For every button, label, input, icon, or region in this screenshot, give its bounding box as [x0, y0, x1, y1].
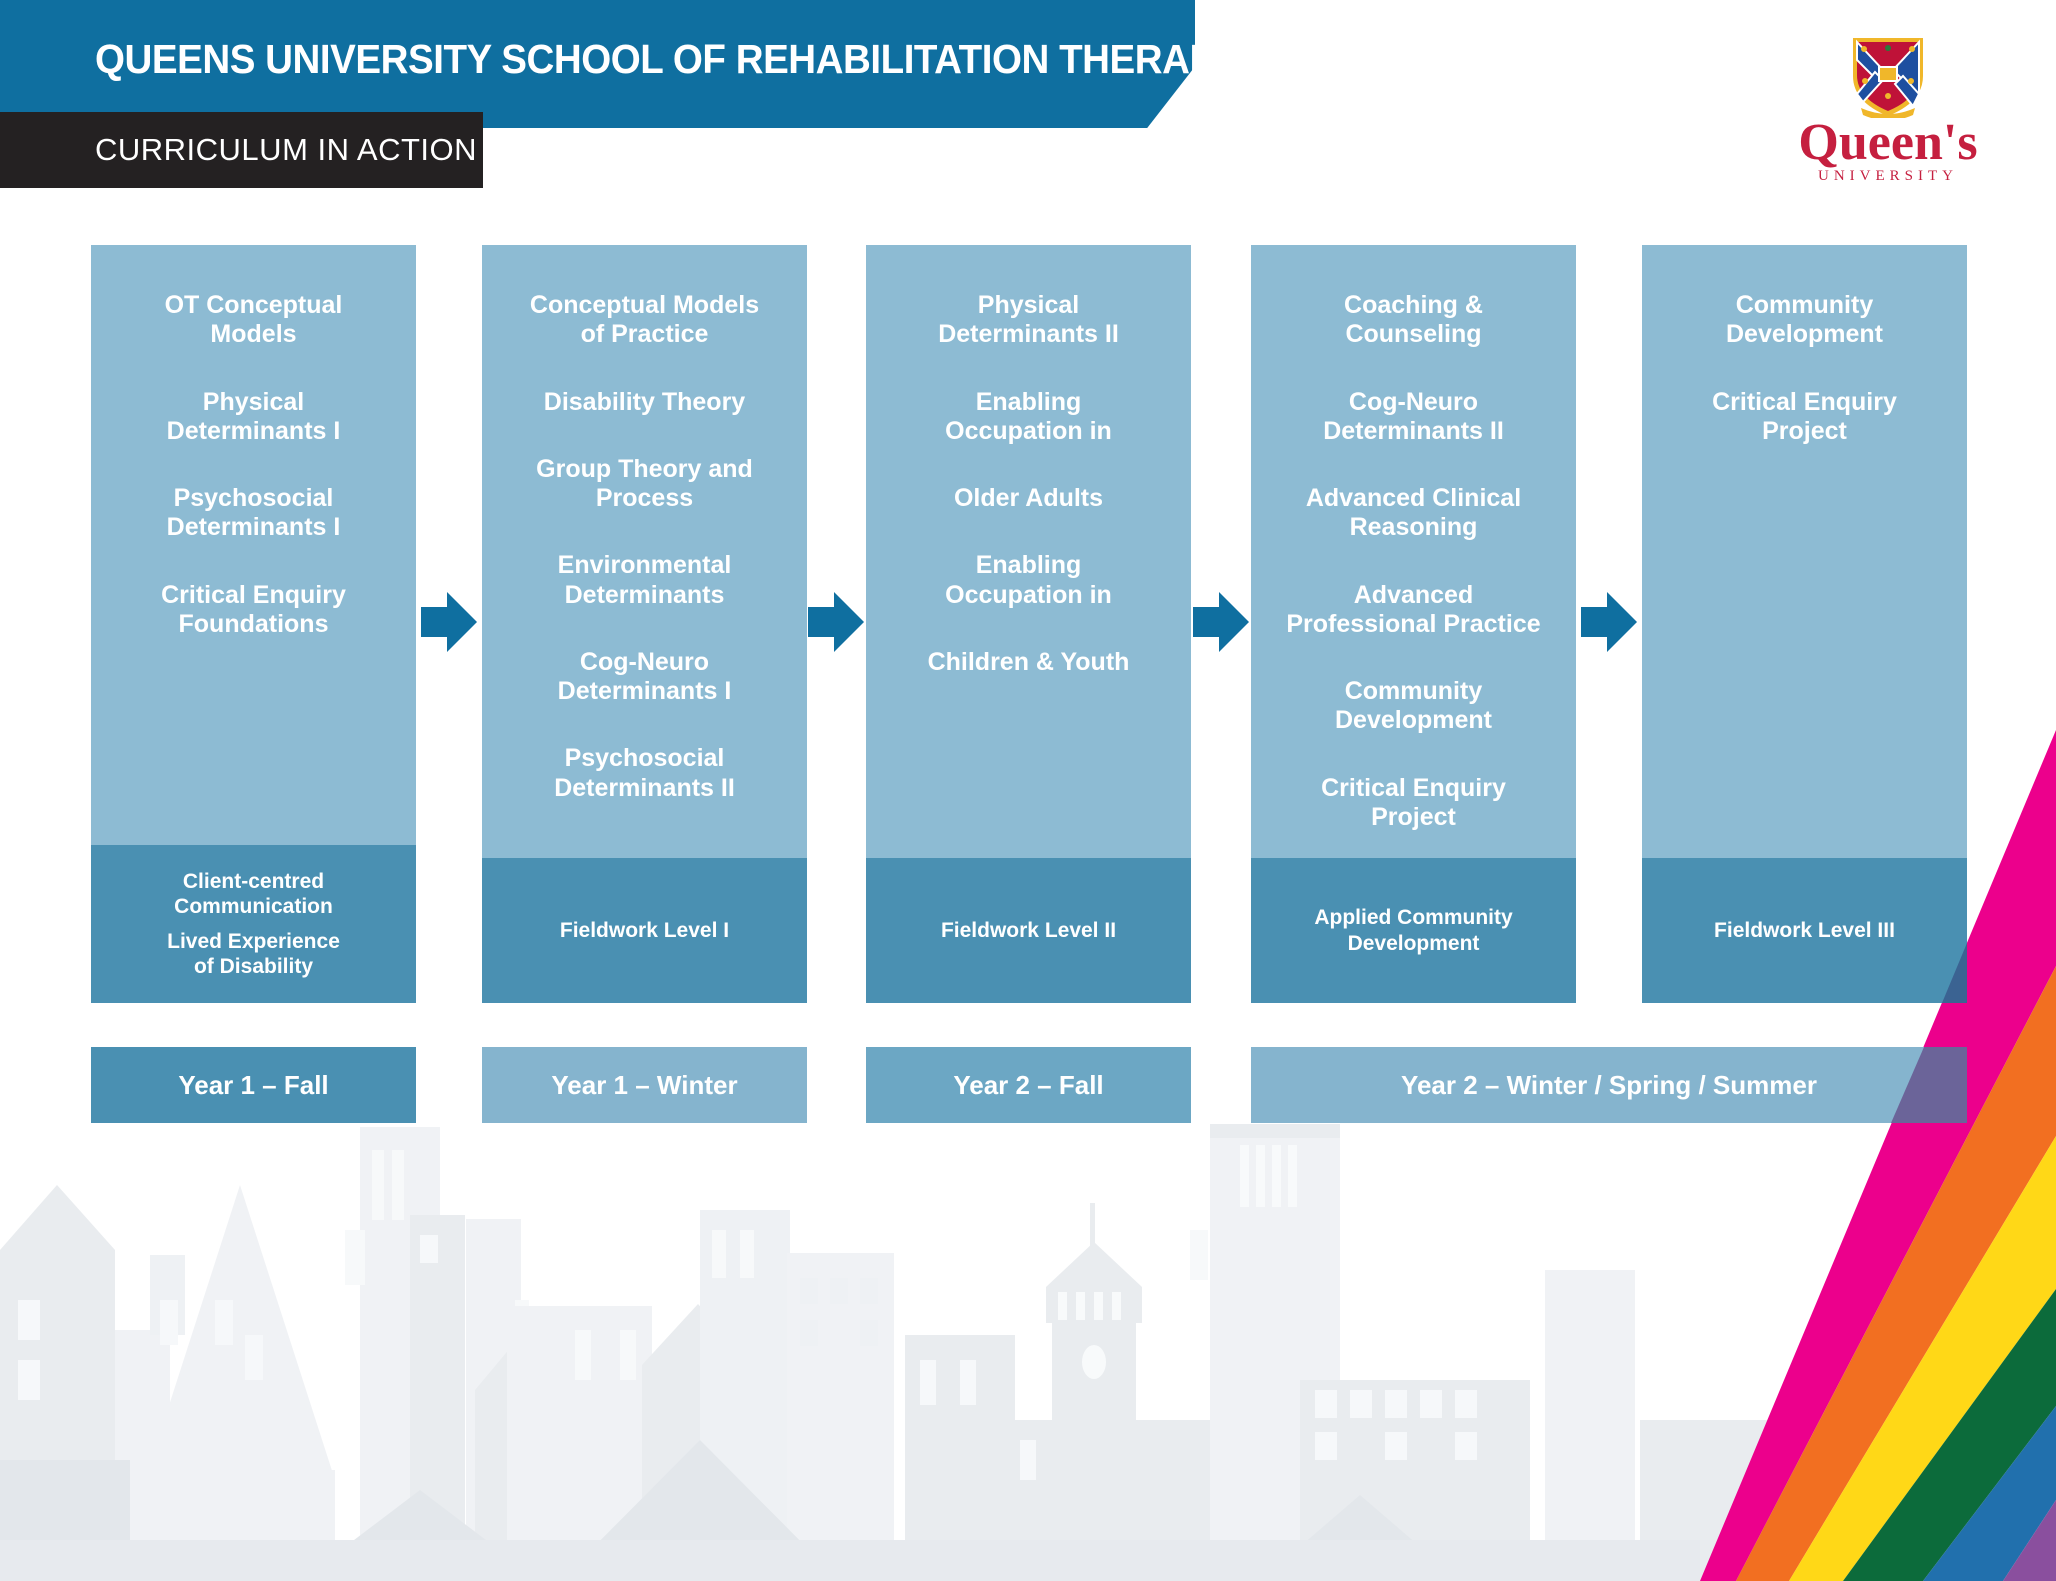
course-item: Community Development — [1726, 291, 1883, 349]
course-item: Community Development — [1335, 677, 1492, 735]
semester-column-3: Physical Determinants II Enabling Occupa… — [866, 245, 1191, 1003]
flow-arrow-icon — [1581, 592, 1637, 652]
course-list: Physical Determinants II Enabling Occupa… — [866, 245, 1191, 858]
course-item: Older Adults — [953, 484, 1104, 512]
poster-subtitle: CURRICULUM IN ACTION — [95, 132, 478, 167]
course-item: Enabling Occupation in — [945, 551, 1112, 609]
course-item: Group Theory and Process — [536, 454, 753, 512]
footer-item: Applied Community Development — [1314, 906, 1513, 955]
queens-wordmark-sub: UNIVERSITY — [1818, 168, 1958, 184]
course-list: Conceptual Models of Practice Disability… — [482, 245, 807, 858]
course-item: Cog-Neuro Determinants I — [557, 647, 732, 705]
course-item: Advanced Professional Practice — [1286, 580, 1541, 638]
fieldwork-footer: Fieldwork Level I — [482, 858, 807, 1003]
course-list: Coaching & Counseling Cog-Neuro Determin… — [1251, 245, 1576, 858]
footer-item: Fieldwork Level I — [559, 918, 730, 942]
course-item: Cog-Neuro Determinants II — [1323, 387, 1504, 445]
course-item: Coaching & Counseling — [1344, 291, 1483, 349]
course-list: OT Conceptual Models Physical Determinan… — [91, 245, 416, 845]
course-item: Conceptual Models of Practice — [529, 291, 760, 349]
footer-item: Fieldwork Level III — [1714, 918, 1895, 942]
year-label-1: Year 1 – Fall — [91, 1047, 416, 1123]
subtitle-bar — [0, 112, 483, 188]
year-label-3: Year 2 – Fall — [866, 1047, 1191, 1123]
course-item: Disability Theory — [543, 387, 746, 416]
course-item: Advanced Clinical Reasoning — [1305, 484, 1522, 542]
flow-arrow-icon — [808, 592, 864, 652]
course-item: Physical Determinants I — [166, 387, 341, 445]
queens-wordmark: Queen's — [1798, 114, 1978, 171]
fieldwork-footer: Applied Community Development — [1251, 858, 1576, 1003]
flow-arrow-icon — [1193, 592, 1249, 652]
year-label-4: Year 2 – Winter / Spring / Summer — [1251, 1047, 1967, 1123]
year-label-2: Year 1 – Winter — [482, 1047, 807, 1123]
course-item: Psychosocial Determinants II — [554, 744, 735, 802]
semester-column-1: OT Conceptual Models Physical Determinan… — [91, 245, 416, 1003]
semester-column-4: Coaching & Counseling Cog-Neuro Determin… — [1251, 245, 1576, 1003]
course-item: Enabling Occupation in — [945, 387, 1112, 445]
course-item: Critical Enquiry Project — [1712, 387, 1897, 445]
course-list: Community Development Critical Enquiry P… — [1642, 245, 1967, 858]
fieldwork-footer: Fieldwork Level II — [866, 858, 1191, 1003]
queens-crest-icon — [1853, 38, 1923, 118]
footer-item: Client-centred Communication — [174, 869, 333, 918]
title-banner — [0, 0, 1195, 128]
course-item: Critical Enquiry Foundations — [161, 580, 346, 638]
footer-item: Lived Experience of Disability — [167, 930, 340, 979]
course-item: Children & Youth — [927, 647, 1130, 676]
semester-column-5: Community Development Critical Enquiry P… — [1642, 245, 1967, 1003]
course-item: Psychosocial Determinants I — [166, 484, 341, 542]
queens-logo: Queen's UNIVERSITY — [1768, 36, 2008, 186]
fieldwork-footer: Fieldwork Level III — [1642, 858, 1967, 1003]
course-item: Physical Determinants II — [938, 291, 1119, 349]
course-item: Critical Enquiry Project — [1321, 773, 1506, 831]
course-item: Environmental Determinants — [557, 551, 732, 609]
poster-title: QUEENS UNIVERSITY SCHOOL OF REHABILITATI… — [95, 36, 1240, 82]
flow-arrow-icon — [421, 592, 477, 652]
footer-item: Fieldwork Level II — [940, 918, 1117, 942]
semester-column-2: Conceptual Models of Practice Disability… — [482, 245, 807, 1003]
fieldwork-footer: Client-centred Communication Lived Exper… — [91, 845, 416, 1003]
course-item: OT Conceptual Models — [164, 291, 343, 349]
